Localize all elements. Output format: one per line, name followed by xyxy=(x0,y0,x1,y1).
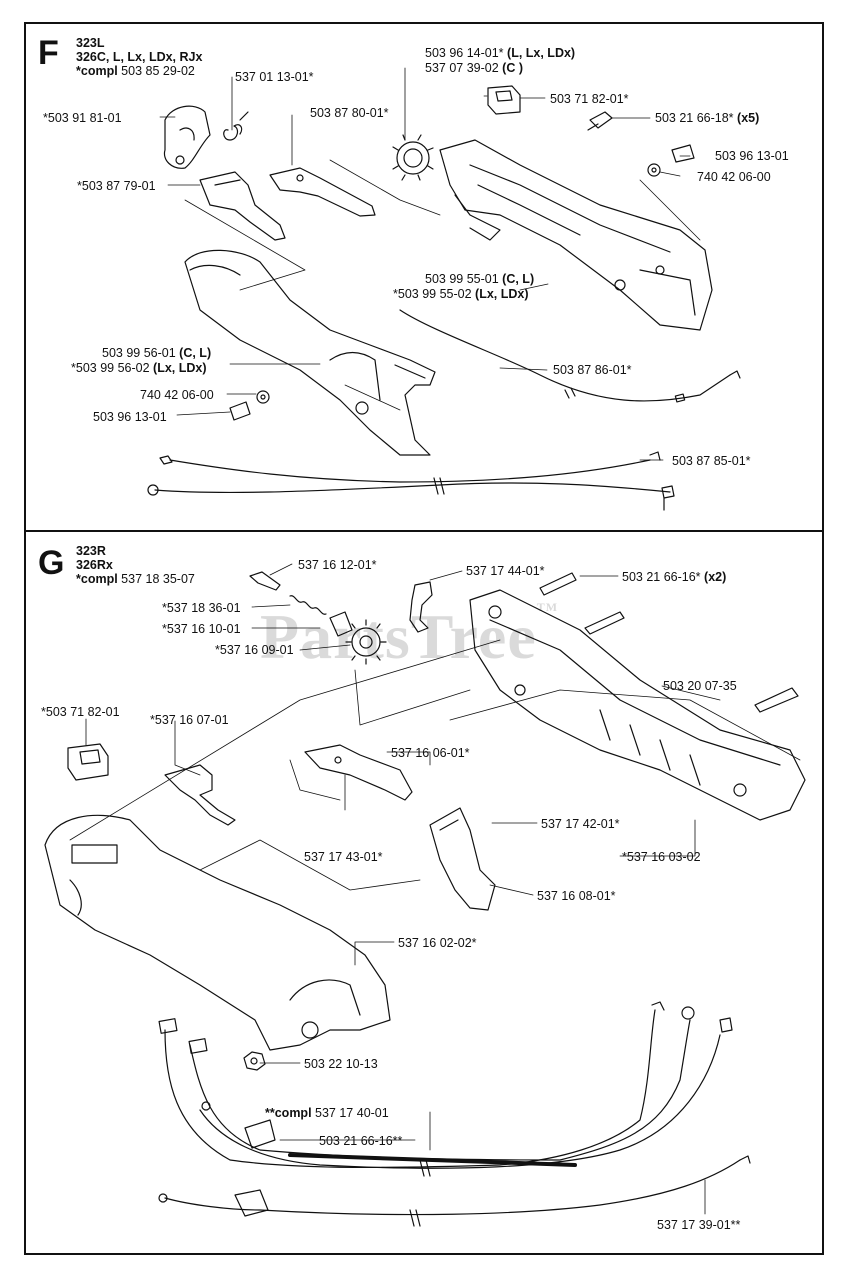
part-label: 503 87 80-01* xyxy=(310,106,389,120)
part-label: 537 07 39-02 (C ) xyxy=(425,61,523,75)
section-divider xyxy=(24,530,824,532)
screws-g xyxy=(539,572,799,713)
section-g-model-line-1: 323R xyxy=(76,544,106,558)
handle-housing-right-f xyxy=(439,139,713,331)
handle-housing-left-f xyxy=(184,249,436,456)
stop-wire-f xyxy=(147,451,675,511)
part-label: 537 16 08-01* xyxy=(537,889,616,903)
trigger-part-g xyxy=(429,807,496,911)
adjust-screw-g xyxy=(249,571,327,615)
part-label: 537 16 02-02* xyxy=(398,936,477,950)
part-label: *503 91 81-01 xyxy=(43,111,122,125)
part-label: 503 22 10-13 xyxy=(304,1057,378,1071)
handle-housing-left-g xyxy=(44,814,391,1051)
part-label: 537 17 42-01* xyxy=(541,817,620,831)
screw-washer-f xyxy=(647,144,695,177)
stop-switch-part-g xyxy=(67,743,109,781)
part-label: **compl 537 17 40-01 xyxy=(265,1106,389,1120)
throttle-cable-f xyxy=(399,309,741,403)
part-label: 503 87 85-01* xyxy=(672,454,751,468)
screw-washer-left-f xyxy=(229,390,270,421)
part-label: 503 21 66-16* (x2) xyxy=(622,570,727,584)
part-label: 503 71 82-01* xyxy=(550,92,629,106)
handle-housing-right-g xyxy=(469,589,806,821)
wire-harness-g xyxy=(158,1001,733,1177)
part-label: *537 16 07-01 xyxy=(150,713,229,727)
gear-g xyxy=(345,619,387,665)
part-label: 503 96 13-01 xyxy=(715,149,789,163)
part-label: *503 99 55-02 (Lx, LDx) xyxy=(393,287,529,301)
part-label: 503 96 13-01 xyxy=(93,410,167,424)
section-g-models: 323R 326Rx *compl 537 18 35-07 xyxy=(76,544,195,586)
lever-part-g xyxy=(164,764,236,826)
part-label: 503 99 56-01 (C, L) xyxy=(102,346,212,360)
part-label: *537 16 03-02 xyxy=(622,850,701,864)
part-label: 503 96 14-01* (L, Lx, LDx) xyxy=(425,46,576,60)
trigger-lever-g xyxy=(304,744,413,801)
part-label: *503 99 56-02 (Lx, LDx) xyxy=(71,361,207,375)
section-f-model-line-2: 326C, L, Lx, LDx, RJx xyxy=(76,50,203,64)
stop-switch-part-f xyxy=(487,85,521,115)
part-label: 503 20 07-35 xyxy=(663,679,737,693)
section-f-leader-lines xyxy=(159,67,701,461)
spring-part xyxy=(223,111,249,141)
diagram-frame xyxy=(24,22,824,1255)
part-label: *537 16 09-01 xyxy=(215,643,294,657)
part-label: 537 17 44-01* xyxy=(466,564,545,578)
section-g-model-line-2: 326Rx xyxy=(76,558,113,572)
part-label: 537 16 06-01* xyxy=(391,746,470,760)
bushing-g xyxy=(329,611,353,637)
section-f-letter: F xyxy=(38,34,59,72)
part-label: 503 87 86-01* xyxy=(553,363,632,377)
nut-g xyxy=(243,1051,266,1071)
bracket-part xyxy=(163,105,211,169)
part-label: 537 17 39-01** xyxy=(657,1218,741,1232)
part-label: 537 01 13-01* xyxy=(235,70,314,84)
screw-part-f xyxy=(587,111,613,131)
part-label: *537 18 36-01 xyxy=(162,601,241,615)
section-f-models: 323L 326C, L, Lx, LDx, RJx *compl 503 85… xyxy=(76,36,202,78)
gear-ring-part xyxy=(392,134,434,181)
part-label: 740 42 06-00 xyxy=(697,170,771,184)
part-label: 503 99 55-01 (C, L) xyxy=(425,272,535,286)
part-label: 537 16 12-01* xyxy=(298,558,377,572)
section-f-model-line-1: 323L xyxy=(76,36,105,50)
part-label: *503 87 79-01 xyxy=(77,179,156,193)
section-g-letter: G xyxy=(38,544,65,582)
section-f-compl: *compl 503 85 29-02 xyxy=(76,64,195,78)
stop-wire-g xyxy=(158,1155,751,1227)
part-label: 503 21 66-16** xyxy=(319,1134,403,1148)
trigger-part-f xyxy=(199,171,286,241)
part-label: 740 42 06-00 xyxy=(140,388,214,402)
section-g-leader-lines xyxy=(69,563,801,1215)
part-label: *537 16 10-01 xyxy=(162,622,241,636)
lever-part-f xyxy=(269,167,376,217)
section-g-compl: *compl 537 18 35-07 xyxy=(76,572,195,586)
part-label: 503 21 66-18* (x5) xyxy=(655,111,760,125)
part-label: 537 17 43-01* xyxy=(304,850,383,864)
clip-g xyxy=(409,581,433,633)
part-label: *503 71 82-01 xyxy=(41,705,120,719)
watermark: PartsTreeTM xyxy=(260,600,559,672)
